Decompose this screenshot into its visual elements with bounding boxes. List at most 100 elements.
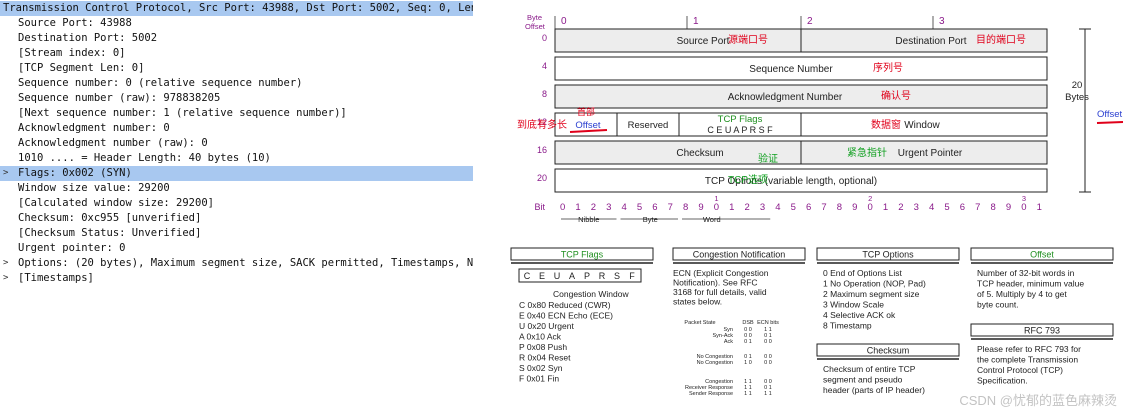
tree-header-row[interactable]: Transmission Control Protocol, Src Port:… — [0, 1, 473, 16]
scale-word: Word — [703, 215, 721, 224]
bit-number: 4 — [929, 202, 934, 213]
rfc-legend-title: RFC 793 — [1024, 326, 1060, 336]
tree-row[interactable]: Urgent pointer: 0 — [0, 241, 473, 256]
tree-row[interactable]: [Next sequence number: 1 (relative seque… — [0, 106, 473, 121]
tree-row-text: Sequence number (raw): 978838205 — [18, 92, 221, 104]
ecn-state: No Congestion — [697, 354, 733, 360]
option-item: 8 Timestamp — [823, 321, 872, 331]
bit-number: 2 — [591, 202, 596, 213]
byte-offset-label: Offset — [525, 22, 546, 31]
checksum-field: Checksum — [676, 148, 723, 159]
tree-row-text: [Next sequence number: 1 (relative seque… — [18, 107, 347, 119]
bit-number: 5 — [791, 202, 796, 213]
annotation-dst-port: 目的端口号 — [976, 33, 1026, 46]
flag-letters: C E U A P R S F — [707, 125, 773, 135]
rfc-text: Specification. — [977, 376, 1028, 386]
flag-item: S 0x02 Syn — [519, 363, 563, 373]
tree-row[interactable]: Destination Port: 5002 — [0, 31, 473, 46]
ecn-header: Packet State — [684, 320, 715, 326]
ecn-dsb: 0 0 — [744, 333, 752, 339]
bit-number: 1 — [575, 202, 580, 213]
tree-row[interactable]: >[Timestamps] — [0, 271, 473, 286]
tree-row[interactable]: [Stream index: 0] — [0, 46, 473, 61]
tree-row[interactable]: Checksum: 0xc955 [unverified] — [0, 211, 473, 226]
offset-text: byte count. — [977, 300, 1019, 310]
rfc-legend-title-box — [970, 323, 1114, 337]
flags-legend-title: TCP Flags — [561, 250, 604, 260]
flag-item: P 0x08 Push — [519, 342, 567, 352]
offset-field: Offset — [575, 120, 601, 131]
expand-arrow-icon[interactable]: > — [3, 168, 9, 178]
annotation-underline — [569, 129, 608, 133]
row-offset: 8 — [542, 89, 547, 99]
flag-item: U 0x20 Urgent — [519, 321, 574, 331]
tree-row[interactable]: Sequence number: 0 (relative sequence nu… — [0, 76, 473, 91]
destination-port-field: Destination Port — [895, 36, 966, 47]
congestion-window-title: Congestion Window — [553, 289, 629, 299]
rfc-text: Please refer to RFC 793 for — [977, 344, 1081, 354]
ecn-bits: 0 1 — [764, 385, 772, 391]
flag-letter: F — [629, 271, 635, 281]
tree-row-text: Checksum: 0xc955 [unverified] — [18, 212, 202, 224]
offset-text: Number of 32-bit words in — [977, 268, 1075, 278]
packet-details-tree: Transmission Control Protocol, Src Port:… — [0, 0, 473, 413]
tree-row[interactable]: >Options: (20 bytes), Maximum segment si… — [0, 256, 473, 271]
ack-number-field: Acknowledgment Number — [728, 92, 843, 103]
checksum-legend-title-box — [816, 343, 960, 357]
expand-arrow-icon[interactable]: > — [3, 258, 9, 268]
bit-number: 6 — [806, 202, 811, 213]
annotation-header-len: 到底有多长 — [517, 118, 567, 131]
rfc-text: Control Protocol (TCP) — [977, 365, 1063, 375]
ecn-state: No Congestion — [697, 360, 733, 366]
tree-row[interactable]: Sequence number (raw): 978838205 — [0, 91, 473, 106]
flag-item: R 0x04 Reset — [519, 353, 571, 363]
ecn-header: ECN bits — [757, 320, 779, 326]
tree-row-text: Source Port: 43988 — [18, 17, 132, 29]
sequence-number-field: Sequence Number — [749, 64, 833, 75]
tree-row[interactable]: Acknowledgment number: 0 — [0, 121, 473, 136]
ecn-header: DSB — [742, 320, 754, 326]
option-item: 1 No Operation (NOP, Pad) — [823, 279, 926, 289]
offset-legend-title: Offset — [1030, 250, 1054, 260]
annotation-src-port: 源端口号 — [728, 33, 768, 46]
congestion-text: 3168 for full details, valid — [673, 287, 767, 297]
bit-number: 5 — [944, 202, 949, 213]
ecn-dsb: 1 1 — [744, 391, 752, 397]
tree-row-text: [Checksum Status: Unverified] — [18, 227, 202, 239]
tree-row-text: Urgent pointer: 0 — [18, 242, 126, 254]
bit-number: 0 — [868, 202, 873, 213]
ecn-dsb: 1 1 — [744, 385, 752, 391]
tcp-flags-field: TCP Flags — [718, 114, 763, 125]
row-offset: 16 — [537, 145, 547, 155]
tree-row-text: Transmission Control Protocol, Src Port:… — [3, 2, 473, 14]
checksum-text: segment and pseudo — [823, 375, 903, 385]
tree-row[interactable]: > Flags: 0x002 (SYN) — [0, 166, 473, 181]
tree-row[interactable]: 1010 .... = Header Length: 40 bytes (10) — [0, 151, 473, 166]
tree-row[interactable]: Window size value: 29200 — [0, 181, 473, 196]
option-item: 3 Window Scale — [823, 300, 884, 310]
tree-row-text: Flags: 0x002 (SYN) — [18, 167, 132, 179]
tree-row-text: Sequence number: 0 (relative sequence nu… — [18, 77, 303, 89]
tree-row[interactable]: [TCP Segment Len: 0] — [0, 61, 473, 76]
bit-number: 3 — [606, 202, 611, 213]
tree-row[interactable]: [Checksum Status: Unverified] — [0, 226, 473, 241]
tree-row[interactable]: [Calculated window size: 29200] — [0, 196, 473, 211]
byte-number: 2 — [807, 16, 813, 27]
option-item: 0 End of Options List — [823, 268, 903, 278]
ecn-bits: 0 1 — [764, 333, 772, 339]
bit-number: 6 — [652, 202, 657, 213]
ecn-bits: 0 0 — [764, 379, 772, 385]
expand-arrow-icon[interactable]: > — [3, 273, 9, 283]
row-offset: 12 — [537, 117, 547, 127]
tree-row[interactable]: Source Port: 43988 — [0, 16, 473, 31]
tree-row-text: Acknowledgment number: 0 — [18, 122, 170, 134]
window-field: Window — [904, 120, 940, 131]
byte-number: 1 — [693, 16, 699, 27]
tree-row[interactable]: Acknowledgment number (raw): 0 — [0, 136, 473, 151]
bit-number: 9 — [852, 202, 857, 213]
congestion-text: states below. — [673, 297, 722, 307]
annotation-header-len: 首部 — [577, 106, 595, 117]
row-offset: 0 — [542, 33, 547, 43]
ecn-dsb: 0 1 — [744, 354, 752, 360]
